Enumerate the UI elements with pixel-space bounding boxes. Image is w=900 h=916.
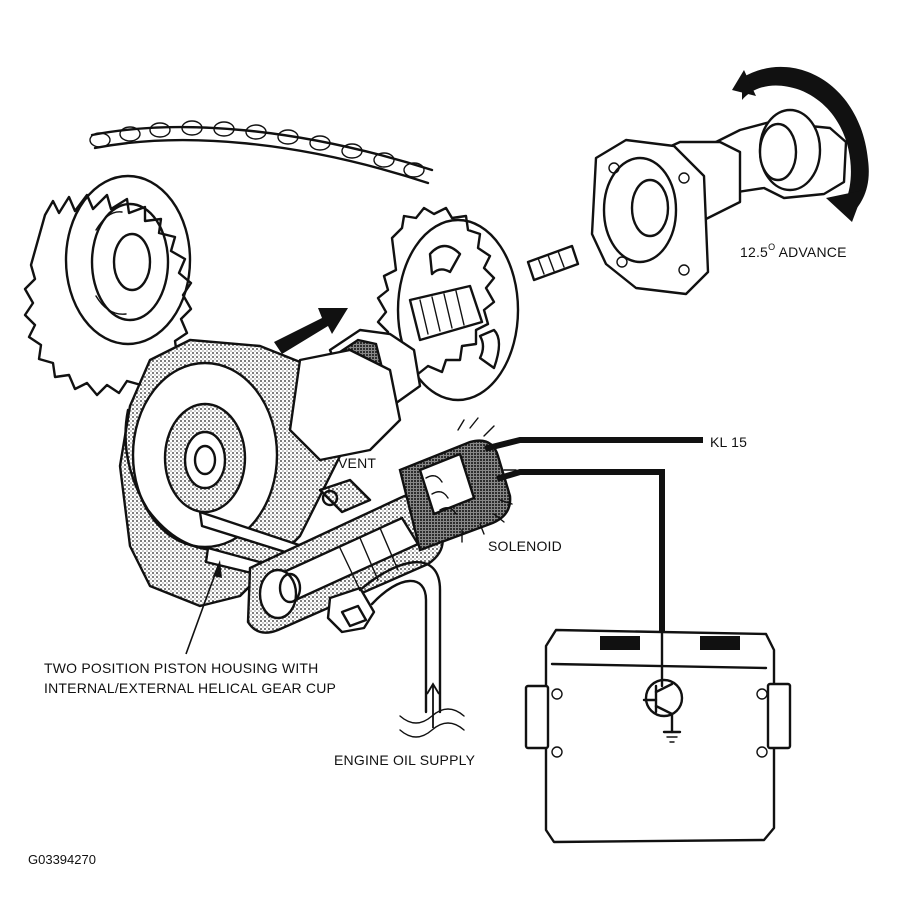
oil-supply-pipe xyxy=(358,561,465,738)
vent-label: VENT xyxy=(338,455,376,471)
piston-housing-label-line1: TWO POSITION PISTON HOUSING WITH xyxy=(44,660,318,676)
advance-label: 12.5O ADVANCE xyxy=(740,242,847,260)
advance-rotation-arrow xyxy=(732,66,869,222)
piston-housing xyxy=(118,338,402,608)
left-sprocket xyxy=(23,174,193,397)
figure-id: G03394270 xyxy=(28,852,96,867)
cam-sprocket xyxy=(376,206,520,402)
transistor-symbol xyxy=(642,626,684,743)
solenoid-label: SOLENOID xyxy=(488,538,562,554)
kl15-label: KL 15 xyxy=(710,434,747,450)
control-module xyxy=(524,626,792,844)
piston-housing-label-line2: INTERNAL/EXTERNAL HELICAL GEAR CUP xyxy=(44,680,336,696)
piston-leader xyxy=(185,560,222,655)
wiring xyxy=(484,437,703,631)
direction-arrow xyxy=(274,308,348,354)
solenoid xyxy=(246,417,517,634)
engine-oil-supply-label: ENGINE OIL SUPPLY xyxy=(334,752,476,768)
camshaft-assembly xyxy=(526,108,848,296)
timing-chain xyxy=(89,120,434,185)
